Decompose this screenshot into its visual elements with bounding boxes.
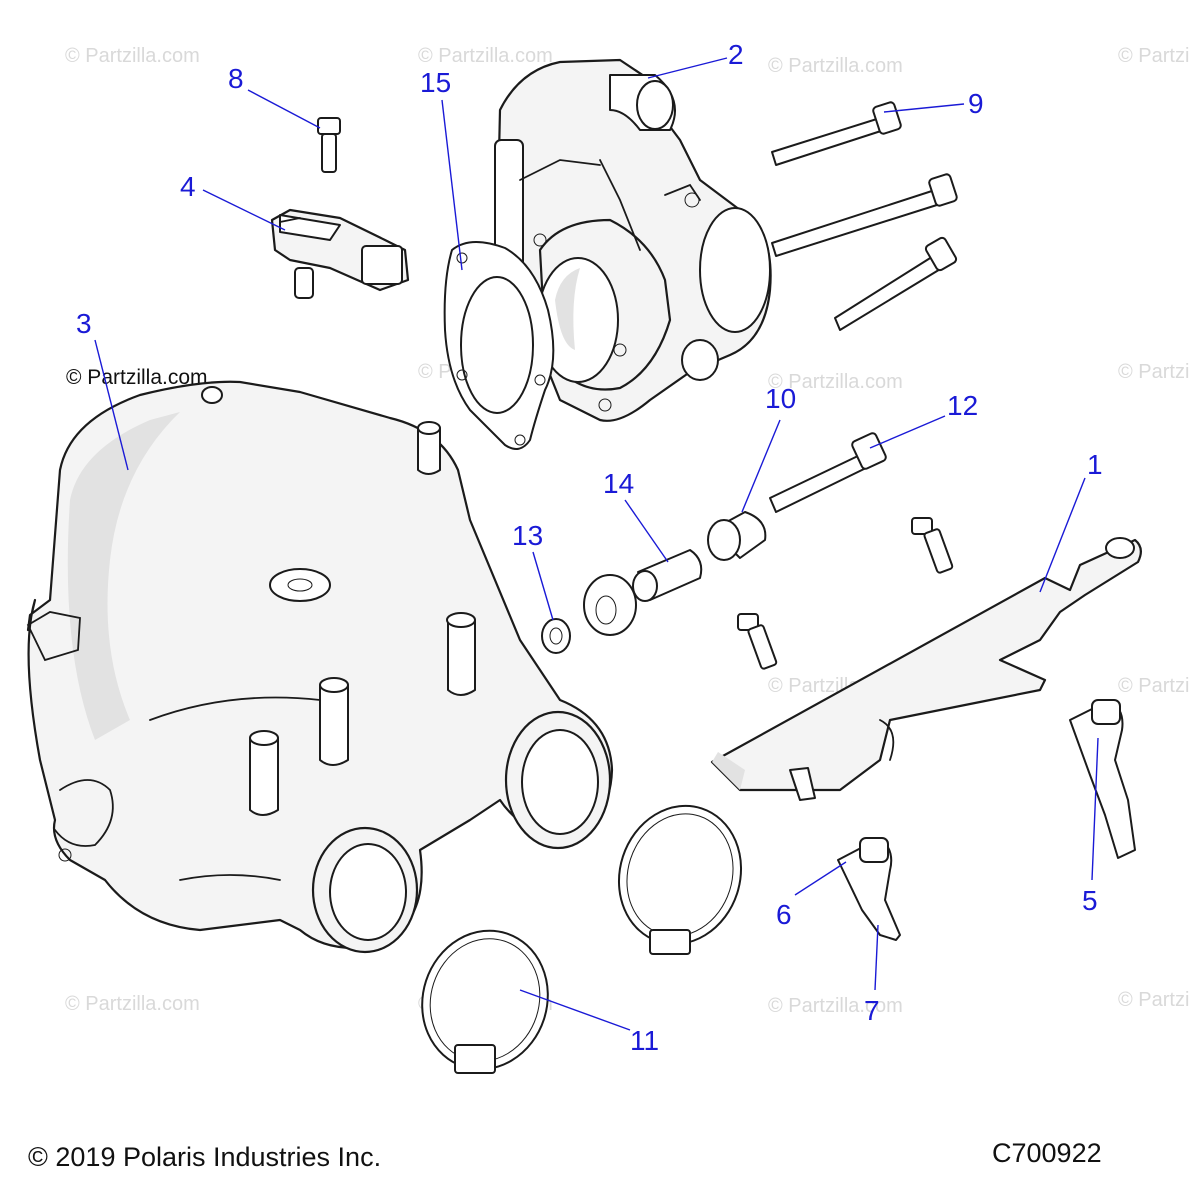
callout-11: 11 — [630, 1025, 659, 1056]
nut-13 — [541, 618, 571, 654]
bolt-12 — [769, 432, 887, 513]
callout-10: 10 — [765, 383, 796, 414]
watermark: © Partzilla.com — [65, 993, 200, 1015]
watermark: © Partzilla.com — [768, 995, 903, 1017]
hose-clamp-lower — [421, 929, 549, 1074]
callout-7: 7 — [864, 995, 880, 1026]
watermark: © Partzi — [1118, 45, 1189, 67]
grommet — [583, 574, 637, 636]
callout-9: 9 — [968, 88, 984, 119]
callout-12: 12 — [947, 390, 978, 421]
drawing-id: C700922 — [992, 1138, 1102, 1168]
fuel-injector-5 — [1069, 699, 1136, 859]
fuel-rail — [710, 537, 1142, 801]
callout-8: 8 — [228, 63, 244, 94]
leader-lines — [94, 57, 1099, 1031]
spacer-10 — [707, 511, 767, 561]
throttle-body-gasket — [443, 241, 555, 450]
callout-14: 14 — [603, 468, 634, 499]
watermark: © Partzi — [1118, 361, 1189, 383]
rail-bolts — [737, 517, 954, 670]
callout-3: 3 — [76, 308, 92, 339]
bolt-8 — [317, 117, 341, 173]
copyright-notice: © 2019 Polaris Industries Inc. — [28, 1142, 381, 1172]
callout-4: 4 — [180, 171, 196, 202]
callout-6: 6 — [776, 899, 792, 930]
intake-manifold — [26, 380, 614, 954]
bolts-9 — [771, 101, 958, 331]
watermark: © Partzilla.com — [768, 371, 903, 393]
callouts: 1 2 3 4 5 6 7 8 9 10 11 12 13 14 15 — [76, 39, 1103, 1056]
callout-15: 15 — [420, 67, 451, 98]
watermark-dark: © Partzilla.com — [66, 366, 208, 389]
callout-2: 2 — [728, 39, 744, 70]
callout-13: 13 — [512, 520, 543, 551]
fuel-injector-6 — [837, 837, 901, 941]
map-sensor — [270, 208, 410, 299]
watermark: © Partzilla.com — [768, 55, 903, 77]
watermark: © Partzilla.com — [65, 45, 200, 67]
sleeve-14 — [632, 549, 703, 602]
watermark: © Partzi — [1118, 989, 1189, 1011]
watermark: © Partzilla.com — [418, 45, 553, 67]
callout-5: 5 — [1082, 885, 1098, 916]
callout-1: 1 — [1087, 449, 1103, 480]
hose-clamp-upper — [617, 804, 743, 955]
watermark: © Partzi — [1118, 675, 1189, 697]
